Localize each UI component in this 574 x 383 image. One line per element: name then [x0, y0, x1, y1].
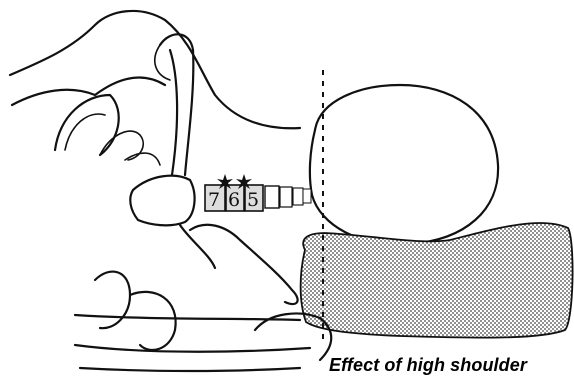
chest-line-1 [75, 315, 300, 320]
caption: Effect of high shoulder [329, 355, 527, 376]
hand-outline [55, 95, 119, 155]
chest-line-3 [80, 368, 300, 371]
chest-line-2 [75, 345, 310, 352]
clavicle [190, 225, 298, 304]
vertebra-1 [303, 189, 311, 203]
vertebra-label-6: 6 [228, 189, 240, 211]
vertebra-2 [293, 188, 303, 205]
vertebra-label-7: 7 [208, 189, 220, 211]
arm-bone-inner [170, 50, 177, 175]
bottom-arm [95, 272, 130, 329]
finger-2 [100, 131, 143, 160]
head-outline [310, 85, 498, 244]
arm-joint [155, 45, 170, 80]
shoulder-joint [180, 225, 215, 268]
vertebra-3 [280, 187, 292, 207]
finger-1 [65, 114, 105, 150]
bottom-arm-2 [130, 292, 176, 350]
upper-arm-outline [10, 11, 300, 128]
vertebra-label-5: 5 [247, 189, 259, 211]
vertebra-4 [265, 186, 279, 208]
scapula [130, 176, 194, 226]
